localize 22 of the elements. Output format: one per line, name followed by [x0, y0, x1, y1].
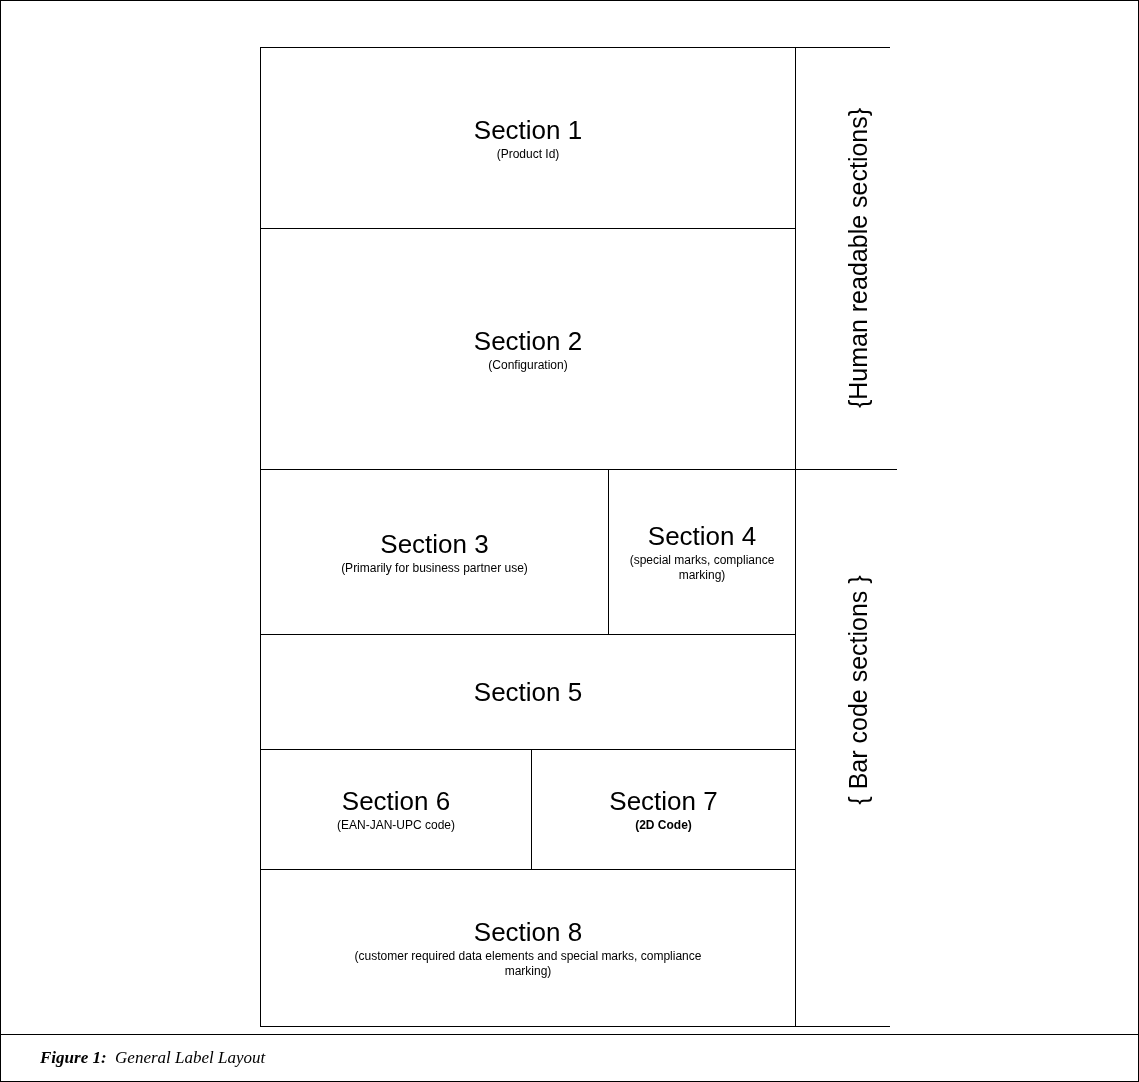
section-heading: Section 1 [473, 114, 583, 145]
section-box [260, 228, 796, 470]
section-box [260, 47, 796, 229]
section-description: (Configuration) [488, 357, 568, 373]
section-description: (special marks, compliance marking) [628, 553, 776, 583]
section-heading: Section 8 [473, 917, 583, 947]
section-group-label: {Human readable sections} [843, 107, 873, 409]
section-description: (EAN-JAN-UPC code) [337, 818, 455, 833]
section-heading: Section 5 [473, 677, 583, 707]
section-heading: Section 3 [380, 528, 489, 559]
section-box [260, 869, 796, 1027]
section-heading: Section 4 [647, 521, 757, 551]
section-heading: Section 2 [473, 325, 583, 356]
section-group-label: { Bar code sections } [843, 575, 873, 805]
section-heading: Section 6 [341, 786, 451, 816]
section-heading: Section 7 [609, 786, 718, 816]
section-description: (2D Code) [635, 818, 692, 833]
section-description: (Primarily for business partner use) [341, 560, 528, 576]
section-description: (customer required data elements and special marks, compliance marking) [353, 949, 703, 979]
section-box [260, 634, 796, 750]
figure-caption: Figure 1: General Label Layout [40, 1048, 266, 1068]
section-description: (Product Id) [496, 146, 560, 162]
